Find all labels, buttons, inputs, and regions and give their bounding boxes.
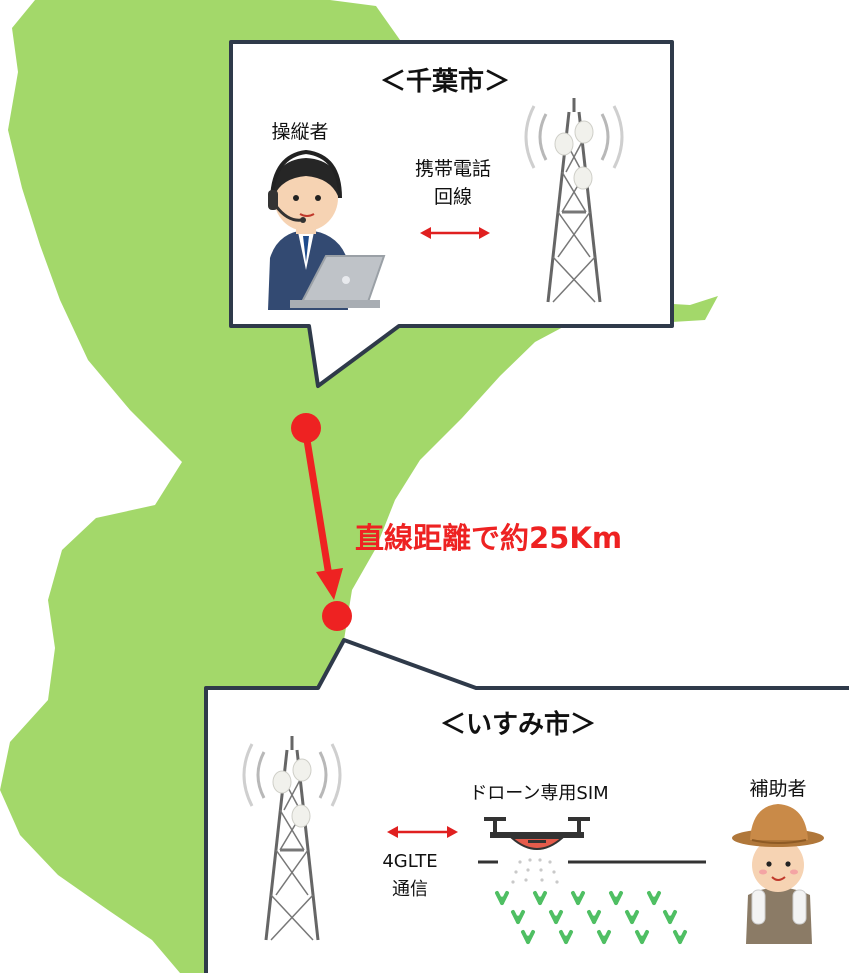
lte-arrow-icon xyxy=(387,826,458,838)
phone-line-label-2: 回線 xyxy=(434,186,472,208)
lte-label-1: 4GLTE xyxy=(382,851,437,872)
drone-icon xyxy=(484,817,590,850)
top-box-title: ＜千葉市＞ xyxy=(380,66,510,97)
distance-arrow-icon xyxy=(303,439,343,600)
phone-line-label-1: 携帯電話 xyxy=(415,158,491,180)
phone-line-arrow-icon xyxy=(420,227,490,239)
chiba-pin xyxy=(291,413,321,443)
isumi-pin xyxy=(322,601,352,631)
operator-label: 操縦者 xyxy=(271,121,328,143)
bottom-callout-box xyxy=(204,638,849,973)
assistant-label: 補助者 xyxy=(749,778,806,800)
farmer-illustration xyxy=(732,804,824,944)
drone-sim-label: ドローン専用SIM xyxy=(469,783,608,804)
operator-illustration xyxy=(268,149,386,310)
bottom-box-title: ＜いすみ市＞ xyxy=(440,709,596,740)
spray-mist-icon xyxy=(511,858,559,884)
lte-label-2: 通信 xyxy=(392,879,428,900)
distance-label: 直線距離で約25Km xyxy=(355,521,622,555)
